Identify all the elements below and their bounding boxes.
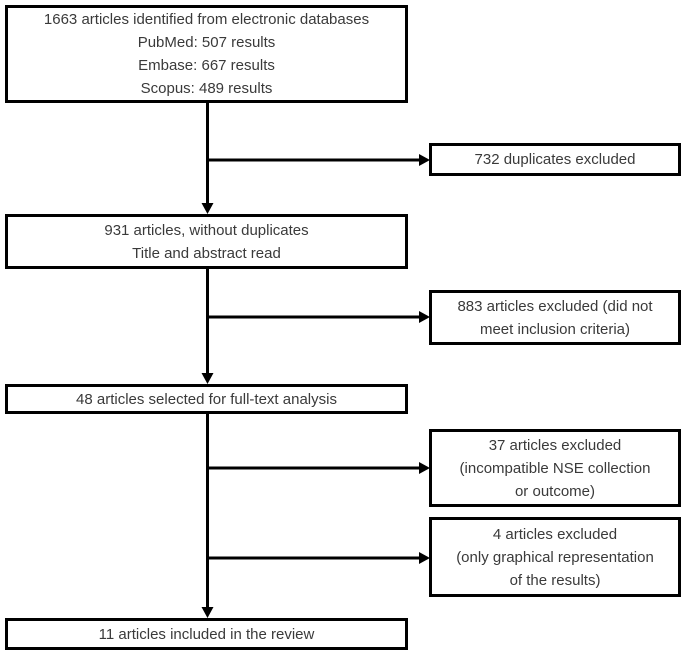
arrow-branch-duplicates-excluded xyxy=(206,154,430,166)
flow-box-identified: 1663 articles identified from electronic… xyxy=(5,5,408,103)
arrow-fulltext-to-included xyxy=(201,414,214,618)
flow-box-included: 11 articles included in the review xyxy=(5,618,408,650)
flow-box-deduplicated: 931 articles, without duplicates Title a… xyxy=(5,214,408,269)
arrow-identified-to-deduplicated xyxy=(201,103,214,214)
flow-box-nse-excluded: 37 articles excluded (incompatible NSE c… xyxy=(429,429,681,507)
arrow-branch-criteria-excluded xyxy=(206,311,430,323)
flow-box-graphical-excluded: 4 articles excluded (only graphical repr… xyxy=(429,517,681,597)
flow-box-fulltext: 48 articles selected for full-text analy… xyxy=(5,384,408,414)
flow-box-duplicates-excluded: 732 duplicates excluded xyxy=(429,143,681,176)
arrow-branch-graphical-excluded xyxy=(206,552,430,564)
flow-box-criteria-excluded: 883 articles excluded (did not meet incl… xyxy=(429,290,681,345)
arrow-deduplicated-to-fulltext xyxy=(201,269,214,384)
arrow-branch-nse-excluded xyxy=(206,462,430,474)
